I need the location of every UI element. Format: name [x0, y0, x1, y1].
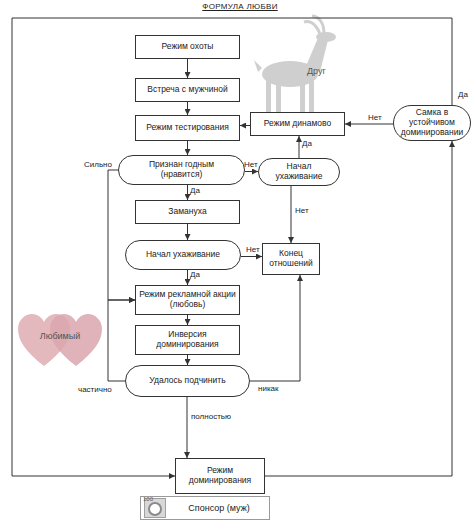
- node-text: Режим тестирования: [146, 123, 229, 133]
- sponsor-card: 100 Спонсор (муж): [140, 496, 270, 520]
- text-holder: Режим тестирования: [136, 116, 239, 140]
- flow-arrow: [250, 275, 300, 381]
- decision-oval: Удалось подчинить: [125, 365, 250, 397]
- node-text: Режим охоты: [162, 42, 214, 52]
- text-holder: Конец отношений: [263, 244, 319, 274]
- decision-oval: Самка в устойчивом доминировании: [393, 105, 471, 141]
- flow-arrow: [291, 186, 292, 243]
- icon-circle: [149, 503, 161, 515]
- edge-label: Нет: [244, 160, 258, 169]
- node-text: Режим динамово: [264, 119, 331, 129]
- oval-shape: [119, 156, 245, 185]
- flow-arrow: [345, 124, 393, 125]
- text-holder: Режим охоты: [136, 36, 239, 58]
- node-text: Спонсор (муж): [171, 497, 267, 519]
- edge-label: частично: [78, 385, 112, 394]
- text-holder: Режим доминирования: [176, 459, 264, 493]
- flow-arrow: [187, 59, 188, 78]
- process-box: Режим динамово: [250, 112, 345, 136]
- process-box: Встреча с мужчиной: [135, 78, 240, 102]
- node-text: Удалось подчинить: [149, 376, 225, 386]
- edge-label: Нет: [246, 245, 260, 254]
- heart-badge: Любимый: [16, 312, 104, 368]
- node-text: Признан годным (нравится): [127, 160, 236, 180]
- text-holder: Удалось подчинить: [125, 365, 250, 397]
- flow-arrow: [265, 141, 452, 476]
- node-text: Инверсия доминирования: [139, 330, 236, 350]
- node-text: Режим рекламной акции (любовь): [139, 290, 236, 310]
- diagram-title: ФОРМУЛА ЛЮБВИ: [170, 2, 310, 11]
- node-text: Самка в устойчивом доминировании: [401, 108, 464, 137]
- flow-arrow: [108, 170, 135, 300]
- edge-label: Нет: [295, 206, 309, 215]
- flow-arrow: [187, 315, 188, 325]
- text-holder: Встреча с мужчиной: [136, 79, 239, 101]
- oval-shape: [126, 366, 250, 397]
- score-number: 100: [143, 496, 153, 502]
- text-holder: Начал ухаживание: [125, 240, 241, 270]
- process-box: Замануха: [135, 200, 240, 224]
- decision-oval: Признан годным (нравится): [118, 155, 245, 185]
- flow-arrow: [187, 355, 188, 365]
- flow-arrow: [240, 125, 250, 126]
- text-holder: Любимый: [16, 312, 104, 368]
- flow-arrow: [187, 397, 188, 458]
- decision-oval: Начал ухаживание: [125, 240, 241, 270]
- edge-label: никак: [258, 384, 279, 393]
- edge-label: Нет: [368, 113, 382, 122]
- edge-label: Да: [302, 139, 312, 148]
- process-box: Конец отношений: [262, 243, 320, 275]
- edge-label: Сильно: [84, 160, 112, 169]
- oval-shape: [259, 159, 340, 186]
- text-holder: Режим динамово: [251, 113, 344, 135]
- node-text: Начал ухаживание: [146, 250, 220, 260]
- oval-shape: [394, 106, 471, 141]
- flow-arrow: [241, 256, 262, 257]
- node-text: Встреча с мужчиной: [147, 85, 227, 95]
- flow-arrow: [187, 185, 188, 200]
- text-holder: Режим рекламной акции (любовь): [136, 286, 239, 314]
- flow-arrow: [187, 102, 188, 115]
- flow-arrow: [187, 270, 188, 285]
- flow-arrow: [12, 18, 452, 476]
- node-text: Любимый: [40, 331, 81, 341]
- decision-oval: Начал ухаживание: [258, 158, 340, 186]
- oval-shape: [126, 241, 241, 270]
- flow-arrow: [187, 224, 188, 240]
- text-holder: Начал ухаживание: [258, 158, 340, 186]
- flow-arrow: [187, 141, 188, 155]
- process-box: Режим охоты: [135, 35, 240, 59]
- edge-label: полностью: [191, 412, 231, 421]
- text-holder: Замануха: [136, 201, 239, 223]
- text-holder: Признан годным (нравится): [118, 155, 245, 185]
- node-text: Начал ухаживание: [267, 162, 331, 182]
- process-box: Инверсия доминирования: [135, 325, 240, 355]
- flow-arrow: [245, 171, 258, 172]
- edge-label: Да: [190, 270, 200, 279]
- edge-label: Да: [190, 186, 200, 195]
- friend-horns: [304, 16, 324, 34]
- text-holder: Инверсия доминирования: [136, 326, 239, 354]
- process-box: Режим тестирования: [135, 115, 240, 141]
- node-text: Конец отношений: [266, 249, 316, 269]
- edge-label: Да: [458, 90, 468, 99]
- flow-arrow: [299, 136, 300, 158]
- friend-silhouette: [254, 32, 336, 112]
- text-holder: Самка в устойчивом доминировании: [393, 105, 471, 141]
- node-text: Замануха: [168, 207, 206, 217]
- node-text: Режим доминирования: [179, 466, 261, 486]
- process-box: Режим рекламной акции (любовь): [135, 285, 240, 315]
- process-box: Режим доминирования: [175, 458, 265, 494]
- note-label: Друг: [307, 66, 326, 76]
